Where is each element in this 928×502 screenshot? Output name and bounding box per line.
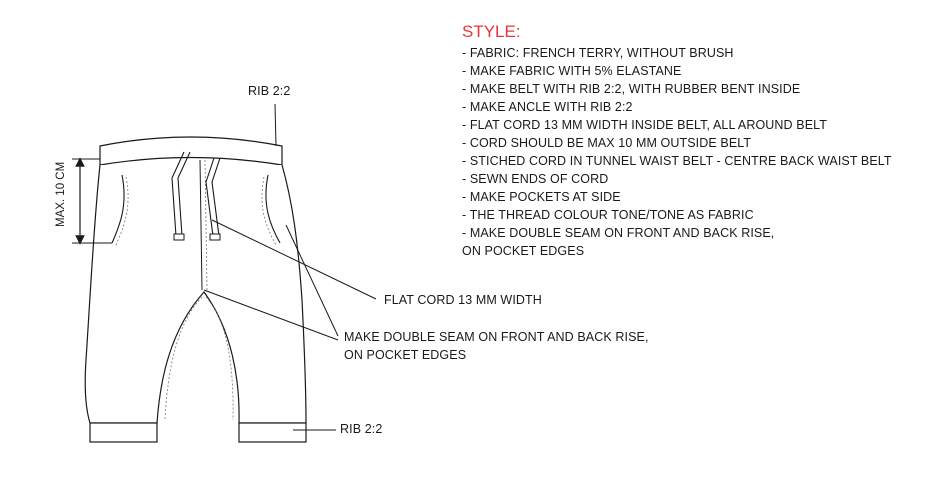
double-seam-label-line1: MAKE DOUBLE SEAM ON FRONT AND BACK RISE,: [344, 330, 649, 344]
waistband: [99, 136, 283, 166]
style-spec-item: - MAKE ANCLE WITH RIB 2:2: [462, 100, 633, 114]
right-pocket-edge: [265, 174, 281, 244]
style-spec-item: - FABRIC: FRENCH TERRY, WITHOUT BRUSH: [462, 46, 734, 60]
style-spec-item: - MAKE DOUBLE SEAM ON FRONT AND BACK RIS…: [462, 226, 775, 240]
drawcord-right: [205, 157, 215, 237]
style-spec-block: STYLE: - FABRIC: FRENCH TERRY, WITHOUT B…: [462, 22, 892, 260]
drawcord-left-end: [173, 233, 185, 241]
rib-top-leader: [274, 103, 277, 147]
drawcord-left-inner: [171, 151, 185, 237]
drawcord-right-inner: [211, 157, 221, 237]
pants-body-outline: [84, 164, 307, 424]
left-ankle-rib: [89, 422, 158, 443]
style-spec-item: - MAKE BELT WITH RIB 2:2, WITH RUBBER BE…: [462, 82, 801, 96]
style-spec-item: - STICHED CORD IN TUNNEL WAIST BELT - CE…: [462, 154, 892, 168]
rib-bottom-label: RIB 2:2: [340, 422, 383, 436]
style-spec-item: - SEWN ENDS OF CORD: [462, 172, 609, 186]
max-dimension-label: MAX. 10 CM: [55, 161, 67, 227]
right-pocket-stitch: [261, 176, 277, 246]
drawcord-left: [177, 151, 191, 237]
inseam-right: [205, 296, 234, 421]
style-spec-item: - CORD SHOULD BE MAX 10 MM OUTSIDE BELT: [462, 136, 752, 150]
style-spec-item: - THE THREAD COLOUR TONE/TONE AS FABRIC: [462, 208, 754, 222]
rib-top-label: RIB 2:2: [248, 84, 291, 98]
flat-cord-leader: [211, 219, 377, 300]
style-spec-item: - FLAT CORD 13 MM WIDTH INSIDE BELT, ALL…: [462, 118, 827, 132]
front-rise-seam: [199, 159, 203, 291]
double-seam-label-line2: ON POCKET EDGES: [344, 348, 467, 362]
left-pocket-edge: [111, 174, 125, 244]
flat-cord-label: FLAT CORD 13 MM WIDTH: [384, 293, 542, 307]
front-rise-stitch: [204, 159, 208, 291]
double-seam-leader-2: [203, 289, 339, 341]
style-spec-item: - MAKE FABRIC WITH 5% ELASTANE: [462, 64, 682, 78]
right-ankle-rib: [238, 422, 307, 443]
left-pocket-stitch: [115, 176, 129, 246]
style-spec-item: ON POCKET EDGES: [462, 244, 585, 258]
drawcord-right-end: [209, 233, 221, 241]
double-seam-leader-1: [285, 224, 339, 337]
style-title: STYLE:: [462, 22, 521, 41]
style-spec-list: - FABRIC: FRENCH TERRY, WITHOUT BRUSH - M…: [462, 44, 892, 260]
style-spec-item: - MAKE POCKETS AT SIDE: [462, 190, 621, 204]
